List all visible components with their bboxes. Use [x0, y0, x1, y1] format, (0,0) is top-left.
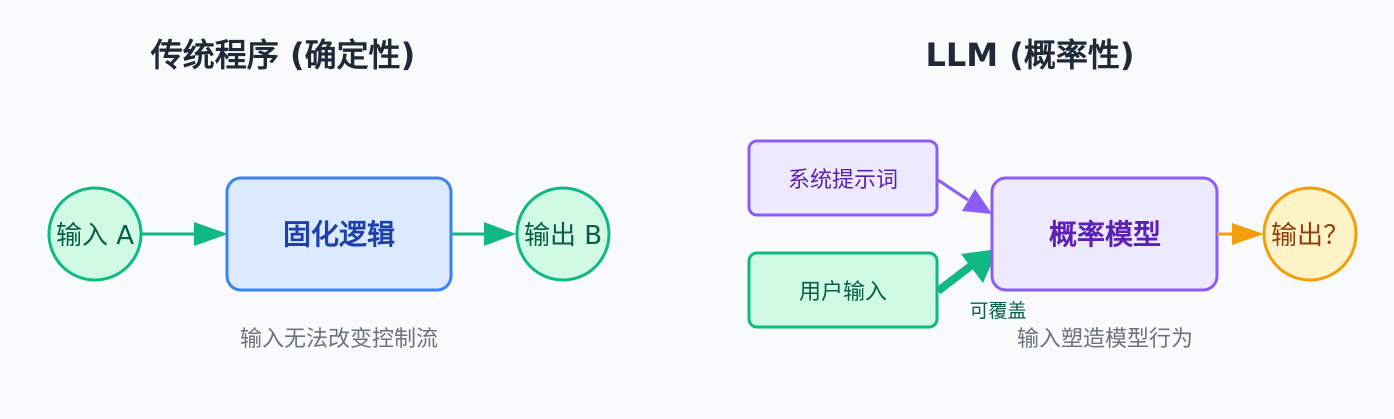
user-input-node: 用户输入	[747, 251, 939, 329]
traditional-output-label: 输出 B	[524, 221, 602, 251]
llm-output-node: 输出？	[1262, 186, 1358, 282]
traditional-output-node: 输出 B	[515, 186, 611, 282]
traditional-logic-node: 固化逻辑	[225, 176, 453, 292]
traditional-input-node: 输入 A	[47, 186, 143, 282]
arrow-logic-to-output	[451, 222, 516, 246]
probabilistic-model-node: 概率模型	[990, 176, 1219, 292]
traditional-logic-label: 固化逻辑	[283, 218, 395, 251]
traditional-input-label: 输入 A	[56, 221, 134, 251]
arrow-user-to-model	[935, 249, 998, 295]
system-prompt-node: 系统提示词	[747, 139, 939, 217]
llm-output-label: 输出？	[1271, 221, 1349, 251]
arrow-model-to-output	[1217, 223, 1264, 245]
llm-caption: 输入塑造模型行为	[1017, 327, 1193, 352]
traditional-title: 传统程序 (确定性)	[150, 36, 415, 74]
system-prompt-label: 系统提示词	[788, 168, 898, 193]
user-input-label: 用户输入	[799, 280, 887, 305]
override-note: 可覆盖	[969, 300, 1026, 322]
probabilistic-model-label: 概率模型	[1049, 218, 1161, 251]
traditional-caption: 输入无法改变控制流	[240, 327, 438, 352]
arrow-input-to-logic	[142, 222, 228, 246]
arrow-system-to-model	[937, 178, 992, 214]
llm-title: LLM (概率性)	[925, 36, 1134, 74]
